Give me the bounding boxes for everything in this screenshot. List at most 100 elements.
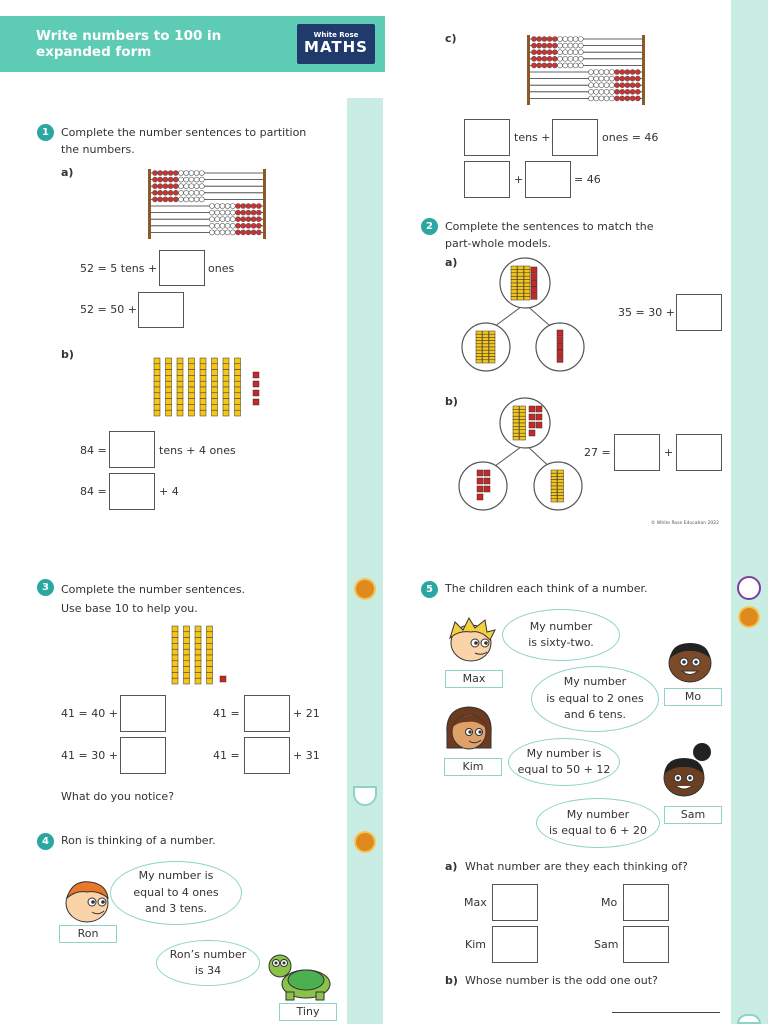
ten-rod-cube xyxy=(171,631,179,638)
q1c-tens-box[interactable] xyxy=(464,119,510,156)
left-side-strip xyxy=(347,98,383,1024)
rekenrek-bead xyxy=(551,55,558,62)
ten-rod-cube xyxy=(206,660,213,667)
q5-answer-box-max[interactable] xyxy=(492,884,538,921)
one-cube xyxy=(535,421,543,429)
rekenrek-bead xyxy=(531,36,537,42)
q1c-box-3[interactable] xyxy=(464,161,510,198)
q5-answer-label-sam: Sam xyxy=(594,938,619,951)
rekenrek-bead xyxy=(214,203,220,209)
ten-rod-cube xyxy=(523,286,531,291)
q5-answer-box-sam[interactable] xyxy=(623,926,669,963)
ten-rod-cube xyxy=(222,409,230,417)
q5-answer-box-kim[interactable] xyxy=(492,926,538,963)
rekenrek-bead xyxy=(188,170,195,176)
rekenrek-bead xyxy=(619,82,625,89)
q1b-answer-box-2[interactable] xyxy=(109,473,155,510)
rekenrek-frame-right xyxy=(642,35,645,105)
rekenrek-bead xyxy=(614,88,620,95)
one-cube xyxy=(528,405,536,413)
ten-rod-cube xyxy=(512,415,520,420)
q2b-answer-box-2[interactable] xyxy=(676,434,722,471)
q3-box-2[interactable] xyxy=(244,695,290,732)
q5b-text: Whose number is the odd one out? xyxy=(465,974,658,987)
rekenrek-bead xyxy=(214,229,220,236)
q1c-sentence1-suffix: ones = 46 xyxy=(602,131,659,144)
ten-rod-cube xyxy=(517,269,524,274)
ten-rod-cube xyxy=(222,369,230,376)
rekenrek-bead xyxy=(162,189,169,196)
ten-rod-cube xyxy=(512,426,520,431)
ten-rod-cube xyxy=(206,677,213,685)
rekenrek-bead xyxy=(635,88,641,95)
ten-rod-cube xyxy=(153,404,161,411)
rekenrek-bead xyxy=(214,222,220,229)
q1b-answer-box-1[interactable] xyxy=(109,431,155,468)
rekenrek-bead xyxy=(546,55,553,62)
question-1-badge: 1 xyxy=(37,124,54,141)
ten-rod-cube xyxy=(183,666,190,673)
mo-bubble-line2: is equal to 2 ones xyxy=(546,691,644,705)
rekenrek-bead xyxy=(224,209,231,216)
rekenrek-bead xyxy=(603,75,610,82)
rekenrek-bead xyxy=(629,88,636,95)
reasoning-cog-icon xyxy=(354,578,376,600)
ten-rod-cube xyxy=(188,404,195,411)
ten-rod-cube xyxy=(482,340,489,345)
ten-rod-cube xyxy=(517,282,524,287)
rekenrek-bead xyxy=(178,189,184,196)
rekenrek-bead xyxy=(230,229,236,236)
q2b-answer-box-1[interactable] xyxy=(614,434,660,471)
ten-rod-cube xyxy=(523,296,531,301)
q5-answer-box-mo[interactable] xyxy=(623,884,669,921)
rekenrek-bead xyxy=(593,69,599,75)
ten-rod-cube xyxy=(488,359,496,364)
q2-instruction: Complete the sentences to match the part… xyxy=(445,218,654,252)
ten-rod-cube xyxy=(211,386,218,394)
ten-rod-cube xyxy=(510,279,518,284)
one-cube xyxy=(556,349,564,357)
question-4-badge: 4 xyxy=(37,833,54,850)
rekenrek-bead xyxy=(178,170,184,176)
ten-rod-cube xyxy=(550,482,558,487)
sam-bubble-line2: is equal to 6 + 20 xyxy=(548,824,648,837)
rekenrek-bead xyxy=(588,75,594,82)
rekenrek-bead xyxy=(593,82,599,89)
rekenrek-bead xyxy=(603,88,610,95)
rekenrek-bead xyxy=(157,170,163,176)
ten-rod-cube xyxy=(475,340,483,345)
ten-rod-cube xyxy=(519,432,526,437)
one-cube xyxy=(483,485,491,493)
q1c-ones-box[interactable] xyxy=(552,119,598,156)
q1a-answer-box-1[interactable] xyxy=(159,250,205,286)
ten-rod-cube xyxy=(510,289,518,294)
ten-rod-cube xyxy=(475,359,483,364)
q3-row2-left: 41 = 30 + xyxy=(61,749,118,762)
ten-rod-cube xyxy=(206,654,213,662)
rekenrek-bead xyxy=(567,49,574,56)
q3-box-4[interactable] xyxy=(244,737,290,774)
q3-box-3[interactable] xyxy=(120,737,166,774)
rekenrek-bead xyxy=(546,49,553,56)
q1a-answer-box-2[interactable] xyxy=(138,292,184,328)
rekenrek-bead xyxy=(603,95,610,102)
q2a-answer-box[interactable] xyxy=(676,294,722,331)
ten-rod-cube xyxy=(234,409,241,417)
q1c-box-4[interactable] xyxy=(525,161,571,198)
ten-rod-cube xyxy=(194,631,202,638)
rekenrek-bead xyxy=(152,196,158,203)
rekenrek-bead xyxy=(557,49,563,56)
mo-bubble-line3: and 6 tens. xyxy=(564,708,626,722)
ten-rod-cube xyxy=(183,631,190,638)
ten-rod-cube xyxy=(523,289,531,294)
ten-rod-cube xyxy=(153,380,161,388)
q3-box-1[interactable] xyxy=(120,695,166,732)
ten-rod-cube xyxy=(199,357,207,365)
ten-rod-cube xyxy=(557,469,564,474)
rekenrek-bead xyxy=(593,75,599,82)
rekenrek-bead xyxy=(536,42,542,49)
ten-rod-cube xyxy=(512,412,520,417)
one-cube xyxy=(556,336,564,343)
q2-instruction-line1: Complete the sentences to match the xyxy=(445,220,654,233)
q5b-answer-line[interactable] xyxy=(612,1012,720,1013)
